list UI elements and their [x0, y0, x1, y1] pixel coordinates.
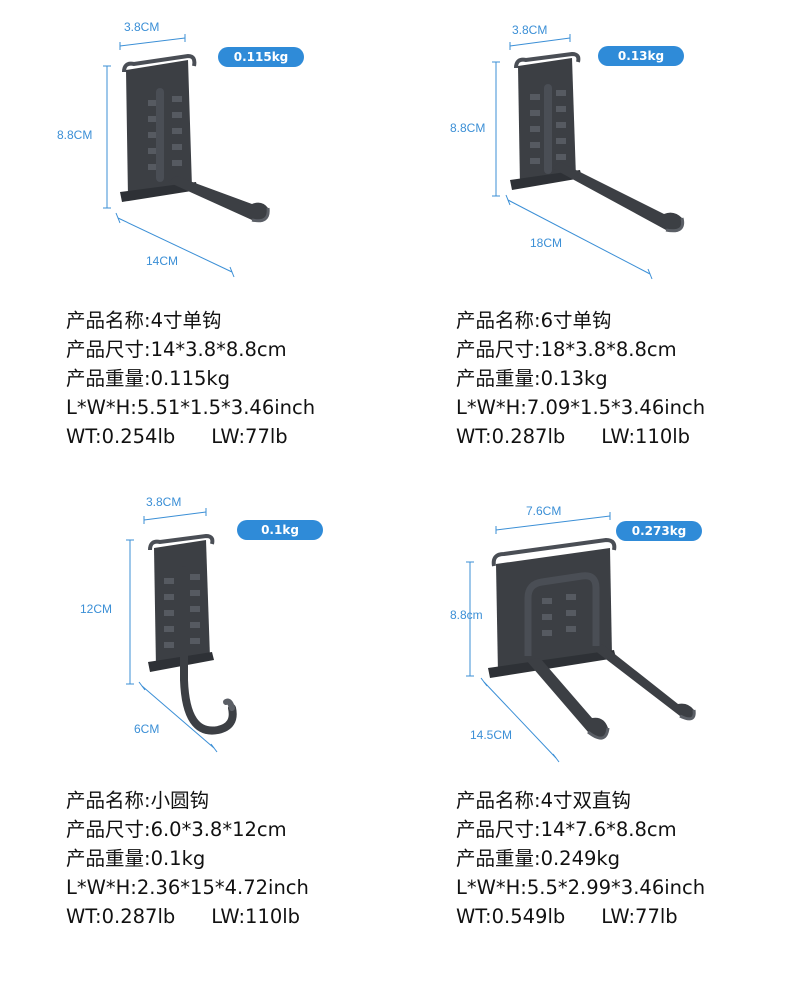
spec-load-row: WT:0.287lb LW:110lb: [456, 422, 705, 451]
height-dimension-label: 8.8CM: [450, 121, 486, 135]
spec-wt: WT:0.287lb: [66, 905, 176, 928]
spec-size: 产品尺寸:14*7.6*8.8cm: [456, 818, 677, 841]
hook-illustration-4in-double: [466, 512, 696, 763]
spec-weight: 产品重量:0.13kg: [456, 367, 608, 390]
spec-inch: L*W*H:5.5*2.99*3.46inch: [456, 876, 706, 899]
weight-badge: 0.115kg: [218, 47, 304, 67]
spec-name: 产品名称:4寸双直钩: [456, 789, 631, 812]
depth-dimension-label: 14CM: [146, 254, 179, 268]
product-card-4in-single-hook: 0.115kg 3.8CM 8.8CM 14CM 产品名称:4寸单钩 产品尺寸:…: [0, 0, 395, 494]
spec-size: 产品尺寸:18*3.8*8.8cm: [456, 338, 677, 361]
depth-dimension-label: 18CM: [530, 236, 563, 250]
product-specs: 产品名称:小圆钩 产品尺寸:6.0*3.8*12cm 产品重量:0.1kg L*…: [66, 786, 309, 931]
spec-weight: 产品重量:0.249kg: [456, 847, 621, 870]
width-dimension-label: 3.8CM: [124, 20, 160, 34]
spec-inch: L*W*H:7.09*1.5*3.46inch: [456, 396, 706, 419]
product-specs: 产品名称:4寸单钩 产品尺寸:14*3.8*8.8cm 产品重量:0.115kg…: [66, 306, 315, 451]
weight-badge: 0.13kg: [598, 46, 684, 66]
product-card-small-round-hook: 0.1kg 3.8CM 12CM 6CM 产品名称:小圆钩 产品尺寸:6.0*3…: [0, 480, 395, 974]
depth-dimension-label: 6CM: [134, 722, 160, 736]
width-dimension-label: 3.8CM: [512, 23, 548, 37]
spec-inch: L*W*H:5.51*1.5*3.46inch: [66, 396, 316, 419]
spec-load-row: WT:0.254lb LW:77lb: [66, 422, 315, 451]
product-specs: 产品名称:6寸单钩 产品尺寸:18*3.8*8.8cm 产品重量:0.13kg …: [456, 306, 705, 451]
spec-lw: LW:77lb: [601, 905, 678, 928]
height-dimension-label: 12CM: [80, 602, 113, 616]
spec-size: 产品尺寸:14*3.8*8.8cm: [66, 338, 287, 361]
weight-badge: 0.273kg: [616, 521, 702, 541]
spec-lw: LW:110lb: [601, 425, 691, 448]
spec-wt: WT:0.287lb: [456, 425, 566, 448]
height-dimension-label: 8.8cm: [450, 608, 483, 622]
product-specs: 产品名称:4寸双直钩 产品尺寸:14*7.6*8.8cm 产品重量:0.249k…: [456, 786, 705, 931]
spec-name: 产品名称:小圆钩: [66, 789, 210, 812]
width-dimension-label: 3.8CM: [146, 495, 182, 509]
spec-inch: L*W*H:2.36*15*4.72inch: [66, 876, 309, 899]
height-dimension-label: 8.8CM: [57, 128, 93, 142]
hook-illustration-4in-single: [103, 34, 270, 278]
spec-load-row: WT:0.287lb LW:110lb: [66, 902, 309, 931]
spec-lw: LW:110lb: [211, 905, 301, 928]
spec-weight: 产品重量:0.115kg: [66, 367, 231, 390]
spec-size: 产品尺寸:6.0*3.8*12cm: [66, 818, 287, 841]
spec-name: 产品名称:4寸单钩: [66, 309, 222, 332]
weight-badge: 0.1kg: [237, 520, 323, 540]
spec-wt: WT:0.254lb: [66, 425, 176, 448]
hook-illustration-6in-single: [492, 34, 685, 280]
spec-load-row: WT:0.549lb LW:77lb: [456, 902, 705, 931]
spec-wt: WT:0.549lb: [456, 905, 566, 928]
spec-weight: 产品重量:0.1kg: [66, 847, 206, 870]
spec-name: 产品名称:6寸单钩: [456, 309, 612, 332]
depth-dimension-label: 14.5CM: [470, 728, 513, 742]
product-card-6in-single-hook: 0.13kg 3.8CM 8.8CM 18CM 产品名称:6寸单钩 产品尺寸:1…: [390, 0, 785, 494]
product-card-4in-double-hook: 0.273kg 7.6CM 8.8cm 14.5CM 产品名称:4寸双直钩 产品…: [390, 480, 785, 974]
hook-illustration-small-round: [126, 508, 237, 753]
width-dimension-label: 7.6CM: [526, 504, 562, 518]
spec-lw: LW:77lb: [211, 425, 288, 448]
